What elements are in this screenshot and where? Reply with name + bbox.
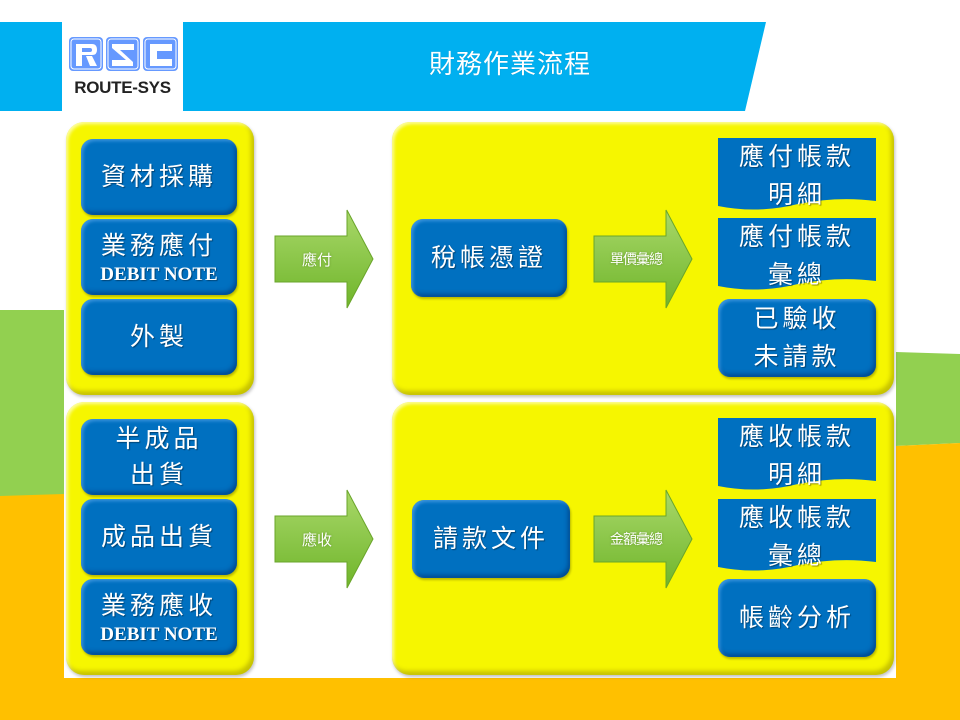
source-box-finished-shipment[interactable]: 成品出貨 — [81, 499, 237, 575]
header-bar — [0, 22, 766, 111]
document-label: 請款文件 — [432, 524, 549, 553]
source-label: 業務應付 — [100, 231, 217, 260]
output-label: 應收帳款 彙總 — [738, 503, 855, 570]
arrow-label: 應收 — [301, 530, 332, 549]
source-label: 業務應收 — [100, 591, 217, 620]
output-ar-summary[interactable]: 應收帳款 彙總 — [718, 499, 876, 575]
document-label: 稅帳憑證 — [430, 243, 547, 272]
source-box-material-purchase[interactable]: 資材採購 — [81, 139, 237, 215]
green-band — [0, 310, 64, 496]
arrow-label: 單價彙總 — [610, 252, 663, 268]
output-label: 應付帳款 彙總 — [738, 222, 855, 289]
document-shape — [718, 418, 876, 490]
document-shape — [718, 218, 876, 290]
source-box-semi-finished-shipment[interactable]: 半成品 出貨 — [81, 419, 237, 495]
billing-document-box[interactable]: 請款文件 — [412, 500, 570, 578]
output-received-not-billed[interactable]: 已驗收 未請款 — [718, 299, 876, 377]
output-label: 應付帳款 明細 — [738, 142, 855, 209]
arrow-right-icon — [593, 209, 693, 309]
output-ap-detail[interactable]: 應付帳款 明細 — [718, 138, 876, 214]
page-title: 財務作業流程 — [428, 50, 591, 80]
payable-arrow: 應付 — [274, 209, 374, 309]
receivable-arrow: 應收 — [274, 489, 374, 589]
source-label: 成品出貨 — [100, 522, 217, 551]
arrow-label: 金額彙總 — [610, 532, 663, 548]
amount-summary-arrow: 金額彙總 — [593, 489, 693, 589]
arrow-right-icon — [274, 209, 374, 309]
rsc-logo-mark — [69, 37, 178, 71]
output-label: 應收帳款 明細 — [738, 422, 855, 489]
output-ap-summary[interactable]: 應付帳款 彙總 — [718, 218, 876, 294]
orange-band-bottom — [0, 678, 960, 720]
arrow-right-icon — [274, 489, 374, 589]
unit-price-summary-arrow: 單價彙總 — [593, 209, 693, 309]
tax-voucher-box[interactable]: 稅帳憑證 — [411, 219, 567, 297]
arrow-right-icon — [593, 489, 693, 589]
logo-text: ROUTE-SYS — [74, 78, 171, 97]
source-box-outsourcing[interactable]: 外製 — [81, 299, 237, 375]
source-sublabel: DEBIT NOTE — [100, 624, 218, 645]
source-label: 外製 — [129, 322, 188, 351]
document-shape — [718, 499, 876, 571]
document-shape — [718, 138, 876, 210]
source-box-business-receivable[interactable]: 業務應收 DEBIT NOTE — [81, 579, 237, 655]
arrow-label: 應付 — [301, 250, 332, 269]
output-ar-detail[interactable]: 應收帳款 明細 — [718, 418, 876, 494]
output-aging-analysis[interactable]: 帳齡分析 — [718, 579, 876, 657]
orange-band-right — [896, 443, 960, 720]
source-label: 資材採購 — [100, 162, 217, 191]
orange-band — [0, 494, 64, 720]
logo: ROUTE-SYS — [62, 22, 183, 111]
source-box-business-payable[interactable]: 業務應付 DEBIT NOTE — [81, 219, 237, 295]
source-sublabel: DEBIT NOTE — [100, 264, 218, 285]
green-band-right — [896, 352, 960, 446]
